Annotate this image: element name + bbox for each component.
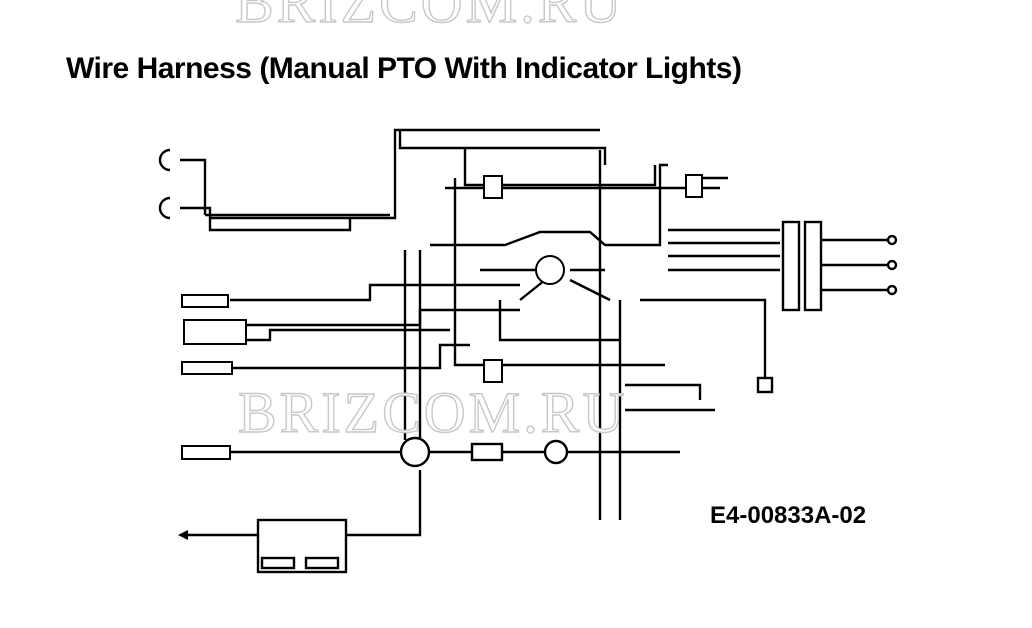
switches xyxy=(483,174,703,383)
connector-alt-switch xyxy=(181,361,233,375)
watermark-middle: BRIZCOM.RU xyxy=(238,380,627,445)
connector-alternator xyxy=(183,319,247,345)
clutch-switch-icon xyxy=(483,359,503,383)
fuse-icon xyxy=(470,442,504,462)
ground-arrow-icon xyxy=(178,530,188,540)
brake-switch-icon xyxy=(483,175,503,199)
wires xyxy=(180,128,890,537)
connector-seat xyxy=(181,294,229,308)
power-components xyxy=(256,376,774,574)
oil-pressure-sender-icon xyxy=(756,376,774,394)
connector-starter xyxy=(181,445,231,460)
solenoid-icon xyxy=(399,436,431,468)
headlight-icons xyxy=(158,148,171,220)
indicator-harness xyxy=(781,220,898,312)
diagram-code: E4-00833A-02 xyxy=(710,502,867,529)
page-title: Wire Harness (Manual PTO With Indicator … xyxy=(66,52,742,85)
left-connectors xyxy=(181,294,247,460)
ignition-switch-icon xyxy=(535,255,565,285)
ammeter-icon xyxy=(543,439,569,465)
watermark-top: BRIZCOM.RU xyxy=(235,0,624,35)
seat-switch-icon xyxy=(685,174,703,198)
